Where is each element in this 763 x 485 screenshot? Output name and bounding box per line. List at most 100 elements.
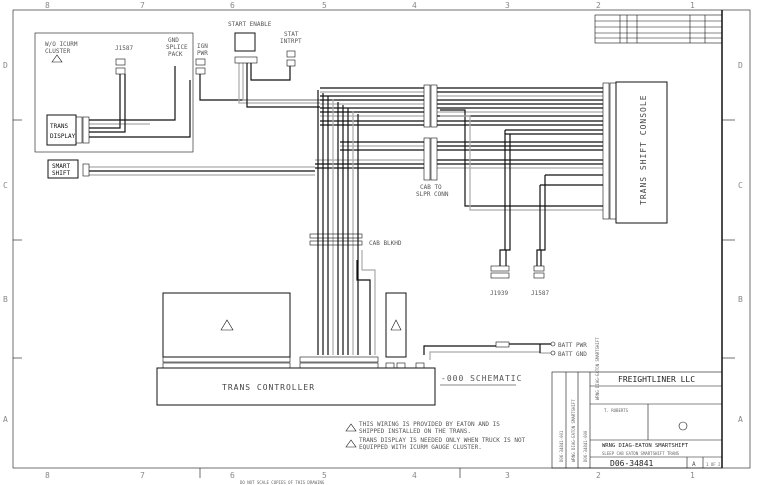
stat-intrpt-label: INTRPT (280, 38, 302, 45)
column-number: 2 (596, 471, 601, 480)
ign-pwr-label: IGN (197, 43, 208, 50)
column-number: 3 (505, 1, 510, 10)
column-numbers: 8 8 7 7 6 6 5 5 4 4 3 3 2 2 1 1 (45, 1, 695, 480)
notes: THIS WIRING IS PROVIDED BY EATON AND IS … (345, 421, 526, 451)
drawing-number: D06-34841 (610, 459, 654, 468)
column-number: 5 (322, 1, 327, 10)
column-number: 4 (412, 471, 417, 480)
trans-controller-label: TRANS CONTROLLER (222, 383, 315, 392)
wire (440, 115, 603, 211)
row-letter: A (3, 415, 8, 424)
wires (89, 63, 603, 360)
column-number: 2 (596, 1, 601, 10)
revision: A (692, 461, 696, 468)
column-number: 3 (505, 471, 510, 480)
trans-shift-console-label: TRANS SHIFT CONSOLE (639, 94, 648, 205)
start-enable-relay (234, 32, 256, 52)
wire (423, 345, 496, 355)
row-letter: C (3, 181, 8, 190)
j1939-label: J1939 (490, 290, 508, 297)
trans-controller: TRANS CONTROLLER (156, 292, 436, 406)
row-letter: A (738, 415, 743, 424)
wire (246, 63, 320, 108)
drawn-by: T. ROBERTS (604, 408, 629, 413)
row-letter: D (738, 61, 743, 70)
note-1: THIS WIRING IS PROVIDED BY EATON AND IS (359, 421, 500, 428)
j1587-bottom-label: J1587 (531, 290, 549, 297)
cluster-box: W/O ICURM CLUSTER (34, 32, 194, 153)
row-letter: B (738, 295, 743, 304)
column-number: 6 (230, 471, 235, 480)
side-label: WRNG DIAG-EATON SMARTSHIFT (571, 399, 576, 462)
batt-gnd-label: BATT GND (558, 351, 587, 358)
wire (440, 109, 603, 207)
note-2: EQUIPPED WITH ICURM GAUGE CLUSTER. (359, 444, 482, 451)
column-number: 6 (230, 1, 235, 10)
side-label: D06-34841-001 (559, 430, 564, 462)
wire (242, 63, 320, 101)
note-2: TRANS DISPLAY IS NEEDED ONLY WHEN TRUCK … (359, 437, 526, 444)
revision-table (594, 14, 723, 44)
trans-display: TRANS DISPLAY (46, 114, 90, 146)
gnd-splice-label: SPLICE (166, 44, 188, 51)
row-letters: D D C C B B A A (3, 61, 743, 424)
wire (89, 80, 191, 138)
row-letter: C (738, 181, 743, 190)
wire (505, 134, 511, 266)
sheet-number: 1 OF 2 (706, 462, 721, 467)
wire (536, 185, 541, 266)
company-name: FREIGHTLINER LLC (618, 375, 695, 384)
column-number: 8 (45, 471, 50, 480)
cluster-label: CLUSTER (45, 48, 71, 55)
drawing-title: WRNG DIAG-EATON SMARTSHIFT (602, 443, 689, 449)
wire (250, 63, 291, 81)
side-label: D06-34841-000 (583, 430, 588, 462)
schematic-title: -000 SCHEMATIC (441, 374, 522, 383)
trans-display-label: DISPLAY (50, 133, 76, 140)
stat-intrpt-label: STAT (284, 31, 299, 38)
smart-shift-label: SMART (52, 163, 70, 170)
wire (238, 63, 320, 104)
title-block: FREIGHTLINER LLC D06-34841-001 WRNG DIAG… (551, 337, 723, 469)
drawing-subtitle: SLEEP CAB EATON SMARTSHIFT TRANS (602, 451, 680, 456)
row-letter: B (3, 295, 8, 304)
side-label: WRNG DIAG-EATON SMARTSHIFT (595, 337, 600, 400)
gnd-splice-label: PACK (168, 51, 183, 58)
batt-pwr-label: BATT PWR (558, 342, 587, 349)
warning-triangle-icon (51, 54, 63, 63)
start-enable-label: START ENABLE (228, 21, 272, 28)
column-number: 7 (140, 471, 145, 480)
cab-to-slpr-label: SLPR CONN (416, 191, 449, 198)
column-number: 7 (140, 1, 145, 10)
note-1-triangle-icon (345, 423, 357, 432)
note-2-triangle-icon (345, 439, 357, 448)
trans-display-label: TRANS (50, 123, 68, 130)
wire (540, 175, 546, 266)
cab-to-slpr-label: CAB TO (420, 184, 442, 191)
smart-shift: SMART SHIFT (47, 159, 90, 179)
column-number: 1 (690, 1, 695, 10)
wire (429, 351, 551, 360)
column-number: 8 (45, 1, 50, 10)
fuse (495, 341, 510, 348)
column-number: 5 (322, 471, 327, 480)
column-number: 1 (690, 471, 695, 480)
cluster-label: W/O ICURM (45, 41, 78, 48)
wire (199, 74, 320, 101)
footer-note: DO NOT SCALE COPIES OF THIS DRAWING (240, 480, 325, 485)
wire (499, 130, 506, 266)
wire (89, 74, 126, 133)
gnd-splice-label: GND (168, 37, 179, 44)
projection-symbol-icon (678, 421, 688, 431)
note-1: SHIPPED INSTALLED ON THE TRANS. (359, 428, 471, 435)
smart-shift-label: SHIFT (52, 170, 70, 177)
warning-triangle-icon (390, 319, 402, 331)
ign-pwr-label: PWR (197, 50, 208, 57)
j1587-top-label: J1587 (115, 45, 133, 52)
wire (89, 66, 176, 121)
row-letter: D (3, 61, 8, 70)
trans-shift-console: TRANS SHIFT CONSOLE (602, 81, 668, 224)
wire (89, 74, 121, 129)
column-number: 4 (412, 1, 417, 10)
